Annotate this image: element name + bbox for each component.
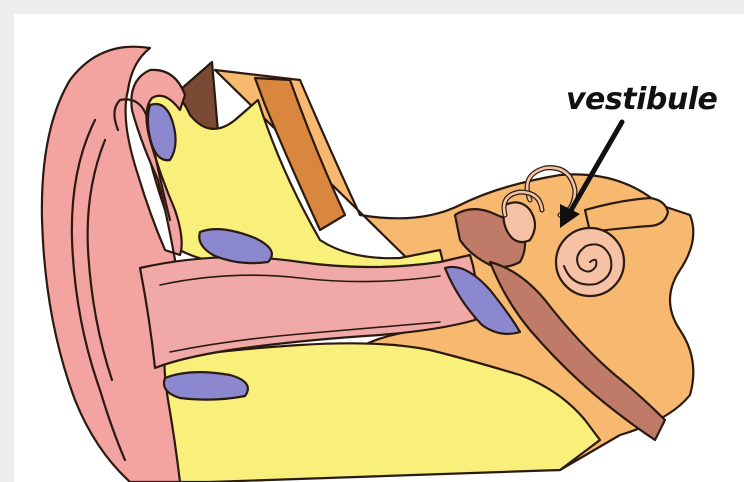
vestibule-label: vestibule: [566, 82, 717, 117]
cartilage-lower: [164, 372, 248, 399]
